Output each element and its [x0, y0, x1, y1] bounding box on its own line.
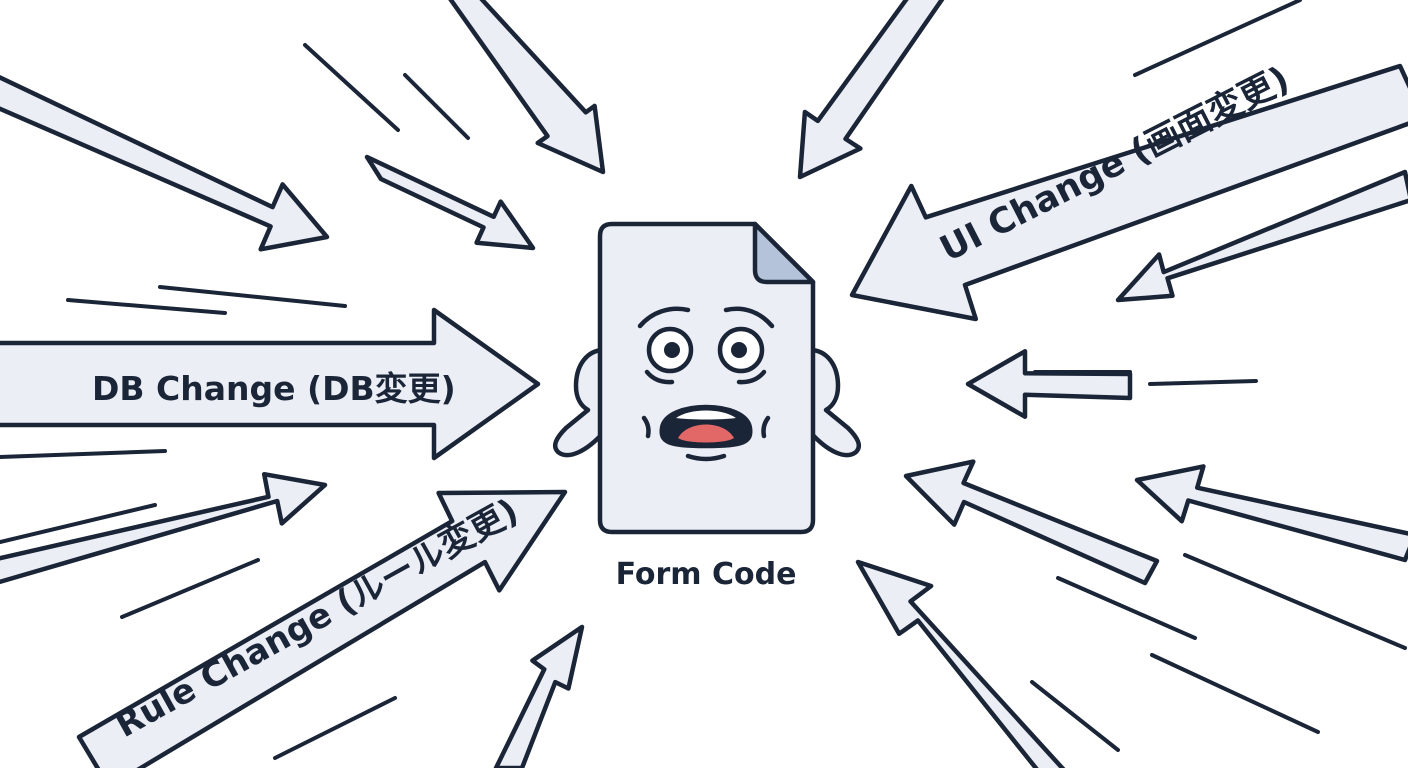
left-eyebrow: [637, 306, 691, 329]
speed-line: [66, 298, 227, 315]
chin-line: [685, 453, 727, 462]
speed-line: [303, 43, 400, 132]
db-change-arrow: DB Change (DB変更): [0, 307, 541, 461]
arrow: [1115, 169, 1408, 303]
speed-line: [403, 73, 470, 140]
scared-face-icon: [637, 306, 775, 462]
arrow-body: [849, 63, 1408, 322]
right-eyebrow: [723, 306, 775, 329]
right-worry-line: [736, 369, 767, 385]
document-page: [597, 221, 816, 535]
arrow: [965, 349, 1133, 419]
arrow: [0, 471, 328, 585]
folded-corner: [752, 221, 816, 285]
speed-line: [0, 503, 157, 544]
speed-line: [1056, 576, 1197, 640]
arrow: [797, 0, 945, 180]
arrow: [903, 459, 1160, 586]
arrow: [855, 559, 1066, 768]
ui-change-arrow: UI Change (画面変更): [849, 58, 1408, 322]
right-hand: [807, 347, 861, 458]
speed-line: [1148, 379, 1258, 386]
speed-line: [1133, 0, 1302, 77]
arrow: [364, 154, 536, 251]
form-code-document: Form Code: [553, 221, 861, 592]
arrow-body: [76, 489, 568, 768]
left-hand: [553, 347, 607, 458]
left-pupil: [664, 342, 680, 358]
arrow: [0, 75, 330, 252]
speed-line: [158, 285, 347, 308]
right-cheek-line: [761, 415, 771, 439]
left-cheek-line: [641, 415, 651, 439]
right-pupil: [731, 342, 747, 358]
arrow: [448, 0, 606, 175]
speed-line: [1030, 680, 1120, 752]
speed-line: [0, 449, 167, 459]
speed-line: [120, 558, 260, 619]
tongue: [678, 424, 734, 443]
teeth: [676, 410, 736, 420]
speed-line: [1183, 553, 1407, 650]
speed-line: [273, 696, 397, 760]
arrow: [1134, 464, 1408, 563]
arrow-body: [0, 307, 541, 461]
arrow: [493, 624, 585, 768]
speed-line: [1150, 653, 1320, 734]
db-change-label: DB Change (DB変更): [92, 369, 456, 408]
document-caption: Form Code: [616, 557, 797, 592]
left-worry-line: [644, 369, 675, 385]
